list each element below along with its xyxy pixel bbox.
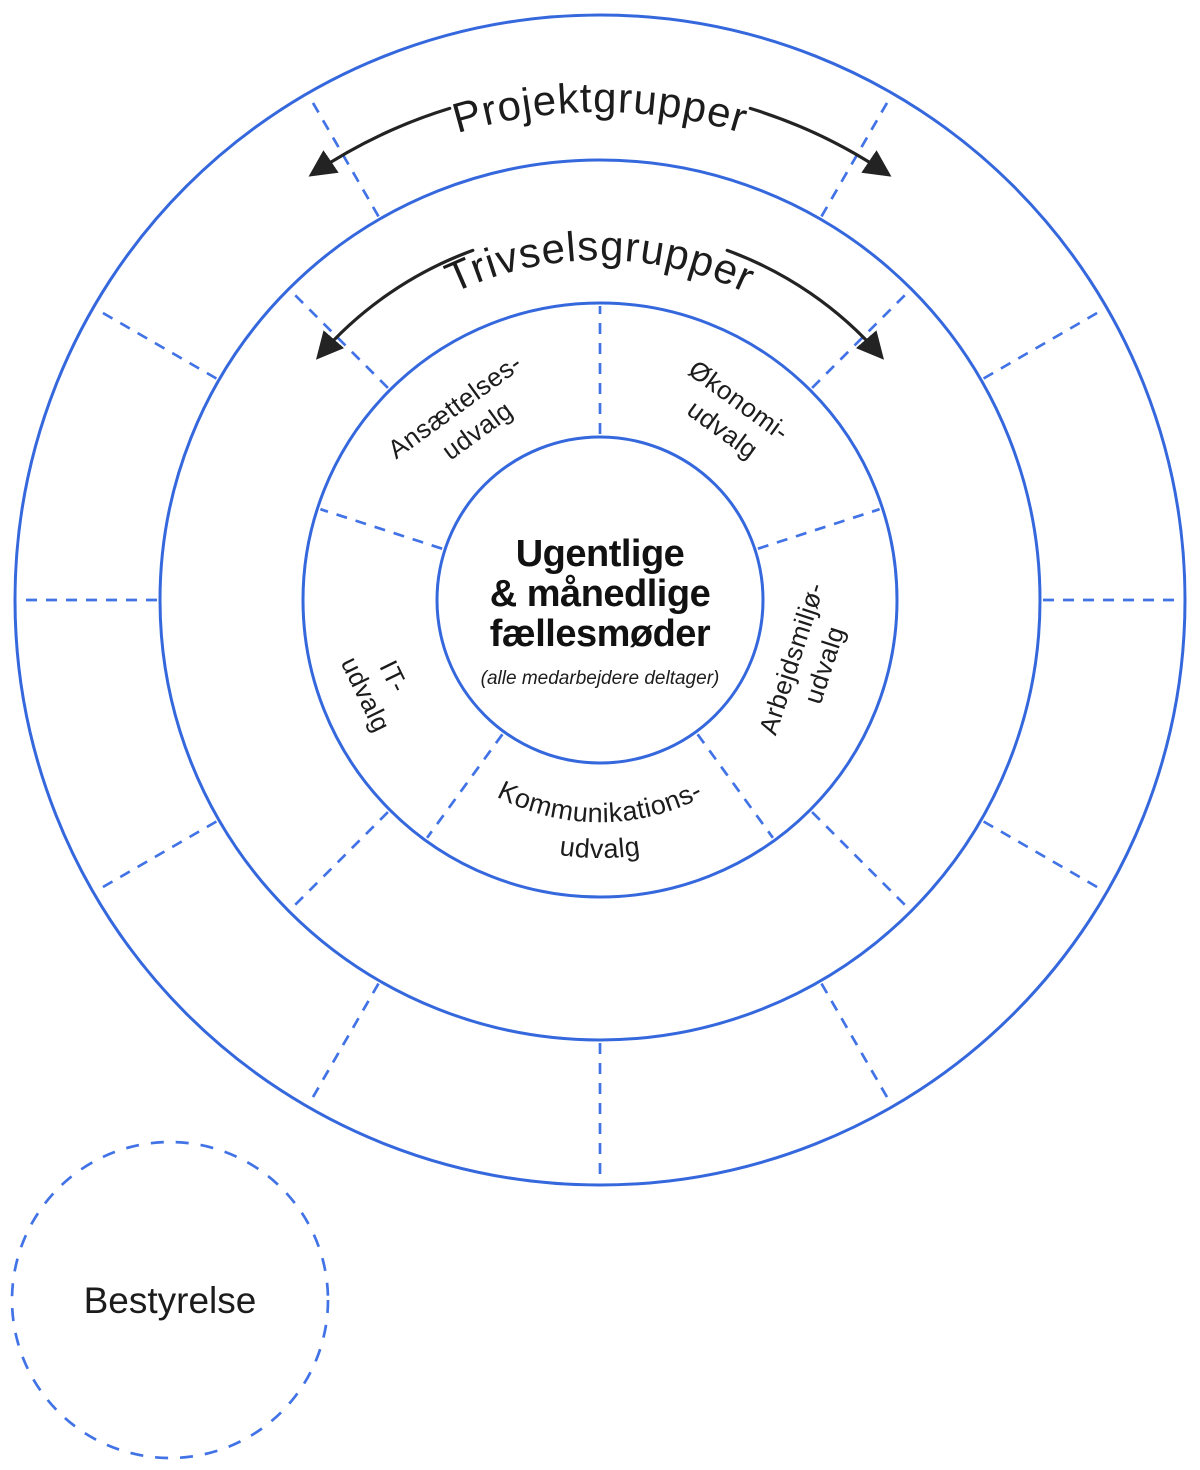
committee-label-kommunikations: Kommunikations-: [493, 775, 706, 828]
outer-divider: [820, 982, 893, 1105]
outer-divider: [982, 820, 1105, 893]
committee-label-it: IT- udvalg: [335, 638, 427, 737]
committee-ring-circle: [301, 301, 899, 899]
board-label: Bestyrelse: [84, 1280, 257, 1321]
committee-divider: [426, 733, 504, 839]
center-meeting-text: Ugentlige & månedlige fællesmøder (alle …: [481, 533, 720, 689]
outer-ring-circle: [13, 13, 1187, 1187]
board-circle: [10, 1140, 330, 1460]
projektgrupper-arrows: [308, 106, 892, 177]
middle-ring-label-text: Trivselsgrupper: [438, 222, 761, 302]
outer-divider: [95, 307, 218, 380]
middle-divider: [290, 811, 389, 910]
center-title-line2: & månedlige: [490, 573, 710, 615]
committee-label-kommunikations-2: udvalg: [558, 831, 642, 864]
committee-ring-dividers: [319, 306, 881, 839]
board-group: Bestyrelse: [10, 1140, 330, 1460]
outer-ring-label: Projektgrupper: [447, 74, 753, 142]
middle-ring-label: Trivselsgrupper: [438, 222, 762, 302]
center-title-line3: fællesmøder: [490, 613, 711, 655]
trivsel-arrow-left: [315, 248, 475, 360]
center-subtitle: (alle medarbejdere deltager): [481, 668, 720, 689]
trivsel-arrow-right: [725, 248, 885, 360]
trivselsgrupper-arrows: [315, 248, 885, 360]
projekt-arrow-left: [308, 106, 452, 177]
committee-label-arbejdsmiljo: Arbejdsmiljø- udvalg: [753, 571, 864, 748]
kommunikations-line1: Kommunikations-: [493, 775, 706, 828]
projekt-arrow-right: [748, 106, 892, 177]
committee-divider: [319, 507, 443, 550]
center-title-line1: Ugentlige: [516, 533, 685, 575]
middle-divider: [811, 811, 910, 910]
kommunikations-line2: udvalg: [558, 831, 641, 864]
outer-ring-label-text: Projektgrupper: [447, 74, 752, 142]
outer-divider: [307, 982, 380, 1105]
outer-divider: [982, 307, 1105, 380]
committee-label-ansaettelses: Ansættelses- udvalg: [382, 343, 553, 491]
outer-divider: [95, 820, 218, 893]
middle-ring-circle: [158, 158, 1042, 1042]
committee-divider: [696, 733, 774, 839]
center-circle: [435, 435, 765, 765]
committee-divider: [757, 507, 881, 550]
